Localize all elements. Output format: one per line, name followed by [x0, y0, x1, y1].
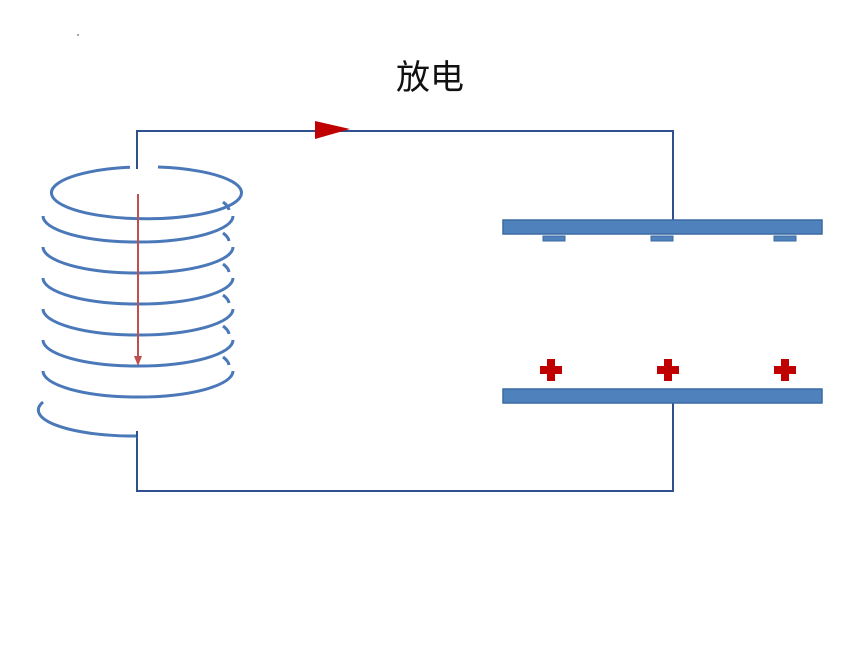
coil-turn-back [222, 293, 231, 304]
circuit-wires [136, 130, 674, 492]
plus-vertical [781, 359, 789, 381]
current-direction-arrow-icon [315, 121, 350, 139]
coil-turn-back [222, 355, 231, 366]
inductor-coil [36, 162, 243, 438]
plus-charge-icon [657, 359, 679, 381]
magnetic-field-arrow-icon [134, 194, 142, 366]
coil-turn-back [222, 200, 231, 211]
plus-vertical [664, 359, 672, 381]
plus-charge-icon [774, 359, 796, 381]
diagram-title: 放电 [396, 58, 464, 98]
stray-dot [77, 34, 79, 36]
current-arrow-head [315, 121, 350, 139]
field-arrow-head [134, 356, 142, 366]
negative-charge-mark [542, 235, 566, 242]
plus-vertical [547, 359, 555, 381]
coil-turn [36, 400, 139, 438]
negative-charge-mark [650, 235, 674, 242]
wire-top [136, 130, 674, 221]
capacitor-bottom-plate [502, 388, 823, 404]
coil-turn-back [222, 231, 231, 242]
capacitor [502, 219, 823, 404]
coil-turn-back [222, 324, 231, 335]
plus-charge-icon [540, 359, 562, 381]
wire-bottom [136, 403, 674, 492]
coil-turn-back [222, 262, 231, 273]
capacitor-top-plate [502, 219, 823, 235]
coil-turn [41, 370, 235, 399]
coil-turn [50, 165, 243, 221]
negative-charge-mark [773, 235, 797, 242]
